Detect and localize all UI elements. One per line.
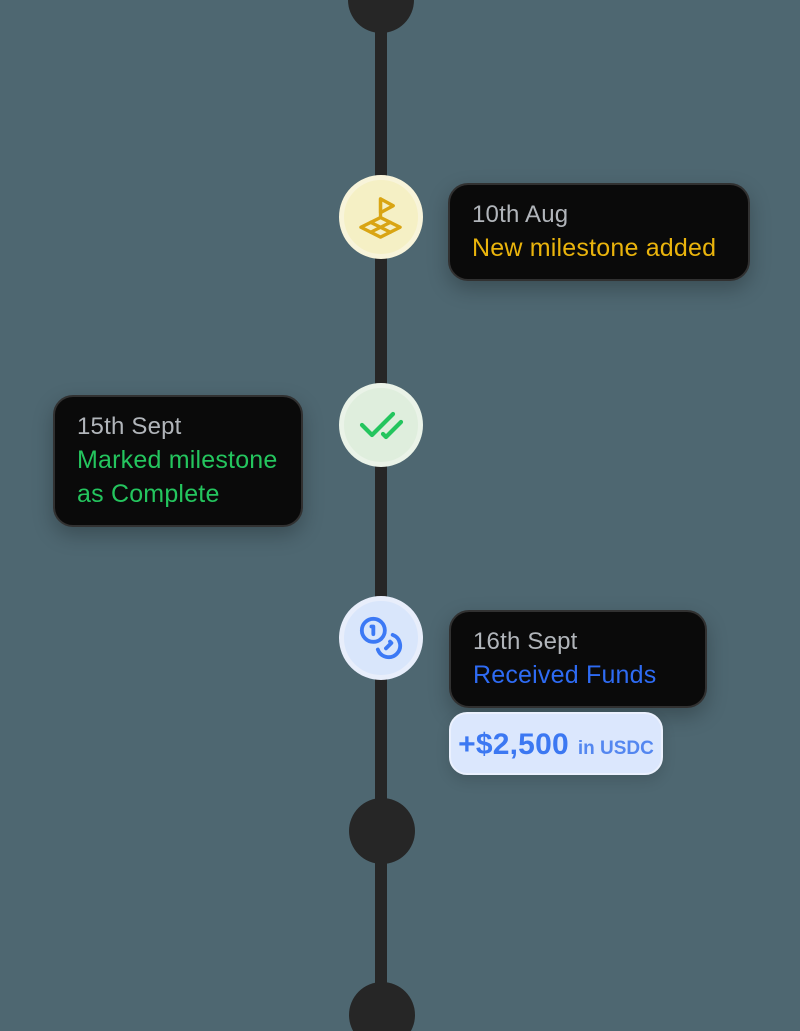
timeline-node-mid: [349, 798, 415, 864]
event-card-milestone-complete: 15th Sept Marked milestone as Complete: [53, 395, 303, 527]
timeline-node-start: [348, 0, 414, 33]
coins-icon: [358, 615, 404, 661]
timeline-line: [375, 0, 387, 1031]
event-title: New milestone added: [472, 234, 717, 262]
event-node-received-funds: [339, 596, 423, 680]
funds-currency-label: in USDC: [577, 738, 654, 759]
double-check-icon: [357, 401, 405, 449]
funds-amount-chip: +$2,500 in USDC: [449, 712, 663, 775]
timeline-node-end: [349, 982, 415, 1031]
event-node-milestone-complete: [339, 383, 423, 467]
event-title: Marked milestone as Complete: [77, 446, 278, 508]
event-date: 15th Sept: [77, 413, 182, 440]
event-title: Received Funds: [473, 661, 657, 689]
event-card-received-funds: 16th Sept Received Funds: [449, 610, 707, 708]
event-date: 16th Sept: [473, 628, 578, 655]
funds-amount: +$2,500: [458, 728, 569, 761]
milestone-flag-icon: [358, 194, 405, 241]
event-date: 10th Aug: [472, 201, 569, 228]
event-node-milestone-added: [339, 175, 423, 259]
event-card-milestone-added: 10th Aug New milestone added: [448, 183, 750, 281]
